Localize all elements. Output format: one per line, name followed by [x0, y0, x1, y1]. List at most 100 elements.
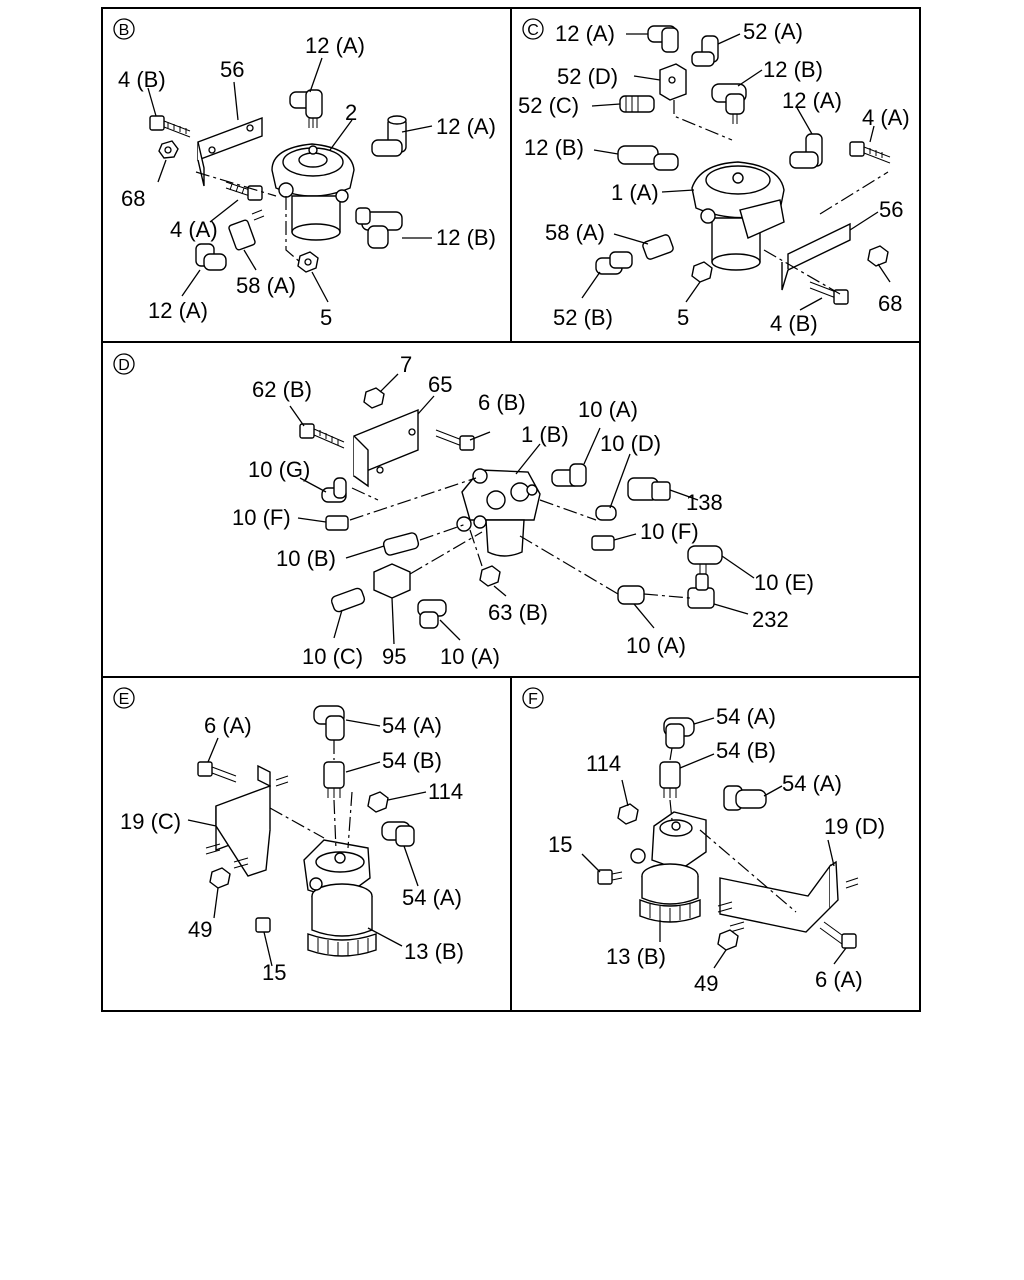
- callout-label: 58 (A): [236, 273, 296, 298]
- elbow-fitting: [195, 243, 227, 271]
- callout-label: 54 (A): [716, 704, 776, 729]
- section-f: F: [522, 687, 885, 996]
- callout-label: 15: [548, 832, 572, 857]
- nut: [717, 929, 739, 951]
- elbow-fitting: [687, 545, 723, 574]
- callout-label: 10 (A): [578, 397, 638, 422]
- junction-block: [659, 63, 687, 101]
- frame-grid: [101, 7, 921, 1012]
- callout-label: 2: [345, 100, 357, 125]
- nut: [158, 140, 179, 159]
- callout-label: 10 (D): [600, 431, 661, 456]
- svg-text:C: C: [527, 22, 539, 39]
- callout-label: 10 (F): [232, 505, 291, 530]
- callout-label: 10 (G): [248, 457, 310, 482]
- elbow-fitting: [617, 585, 645, 605]
- callout-label: 5: [320, 305, 332, 330]
- section-c-marker: C: [522, 18, 544, 40]
- callout-label: 68: [121, 186, 145, 211]
- callout-label: 10 (E): [754, 570, 814, 595]
- screw: [255, 917, 271, 933]
- bolt: [809, 281, 849, 305]
- callout-label: 10 (A): [440, 644, 500, 669]
- elbow-fitting: [595, 251, 633, 275]
- bracket: [197, 116, 263, 187]
- callout-label: 5: [677, 305, 689, 330]
- nut: [479, 565, 501, 587]
- callout-label: 13 (B): [404, 939, 464, 964]
- callout-label: 4 (A): [170, 217, 218, 242]
- callout-label: 52 (C): [518, 93, 579, 118]
- elbow-fitting: [551, 463, 587, 487]
- junction-block: [373, 563, 411, 599]
- callout-label: 232: [752, 607, 789, 632]
- svg-text:E: E: [119, 691, 130, 708]
- straight-fitting: [619, 95, 655, 113]
- callout-label: 19 (C): [120, 809, 181, 834]
- section-d-marker: D: [113, 353, 135, 375]
- elbow-fitting: [789, 133, 823, 169]
- bracket: [353, 408, 419, 488]
- nut-fitting: [325, 515, 349, 531]
- tee-fitting: [617, 145, 679, 171]
- relay-valve: [271, 143, 355, 241]
- elbow-fitting: [647, 25, 679, 53]
- callout-label: 10 (F): [640, 519, 699, 544]
- bolt: [149, 115, 191, 138]
- nut: [297, 251, 319, 273]
- filter-assembly: [303, 839, 377, 957]
- callout-label: 49: [694, 971, 718, 996]
- callout-label: 12 (A): [555, 21, 615, 46]
- bolt: [435, 429, 475, 451]
- elbow-fitting: [313, 705, 345, 741]
- elbow-fitting: [371, 115, 407, 157]
- callout-label: 63 (B): [488, 600, 548, 625]
- callout-label: 1 (B): [521, 422, 569, 447]
- straight-fitting: [323, 761, 345, 798]
- section-b-marker: B: [113, 18, 135, 40]
- callout-label: 10 (A): [626, 633, 686, 658]
- svg-text:D: D: [118, 357, 130, 374]
- elbow-fitting: [321, 477, 347, 503]
- callout-label: 49: [188, 917, 212, 942]
- callout-label: 10 (B): [276, 546, 336, 571]
- straight-fitting: [330, 587, 366, 613]
- callout-label: 95: [382, 644, 406, 669]
- nut: [617, 803, 639, 825]
- callout-label: 12 (A): [782, 88, 842, 113]
- elbow-fitting: [417, 599, 447, 629]
- bolt: [225, 181, 263, 201]
- nut: [209, 867, 231, 889]
- callout-label: 12 (B): [436, 225, 496, 250]
- callout-label: 54 (A): [402, 885, 462, 910]
- bracket: [781, 222, 851, 291]
- section-d: D: [113, 352, 814, 669]
- callout-label: 10 (C): [302, 644, 363, 669]
- nut: [363, 387, 385, 409]
- callout-label: 13 (B): [606, 944, 666, 969]
- elbow-fitting: [663, 717, 695, 749]
- callout-label: 7: [400, 352, 412, 377]
- section-b: B: [113, 18, 496, 330]
- callout-label: 4 (B): [118, 67, 166, 92]
- straight-fitting: [659, 761, 681, 798]
- section-c: C: [518, 18, 910, 336]
- callout-label: 54 (B): [382, 748, 442, 773]
- callout-label: 68: [878, 291, 902, 316]
- callout-label: 4 (A): [862, 105, 910, 130]
- callout-label: 12 (B): [763, 57, 823, 82]
- callout-label: 6 (A): [204, 713, 252, 738]
- callout-label: 12 (A): [305, 33, 365, 58]
- nut: [867, 245, 889, 267]
- callout-label: 114: [586, 751, 621, 776]
- spacer: [642, 234, 674, 260]
- svg-text:B: B: [119, 22, 130, 39]
- bracket: [205, 764, 289, 877]
- bolt: [849, 141, 891, 164]
- callout-label: 58 (A): [545, 220, 605, 245]
- relay-valve: [691, 161, 785, 271]
- callout-label: 56: [879, 197, 903, 222]
- callout-label: 19 (D): [824, 814, 885, 839]
- callout-label: 65: [428, 372, 452, 397]
